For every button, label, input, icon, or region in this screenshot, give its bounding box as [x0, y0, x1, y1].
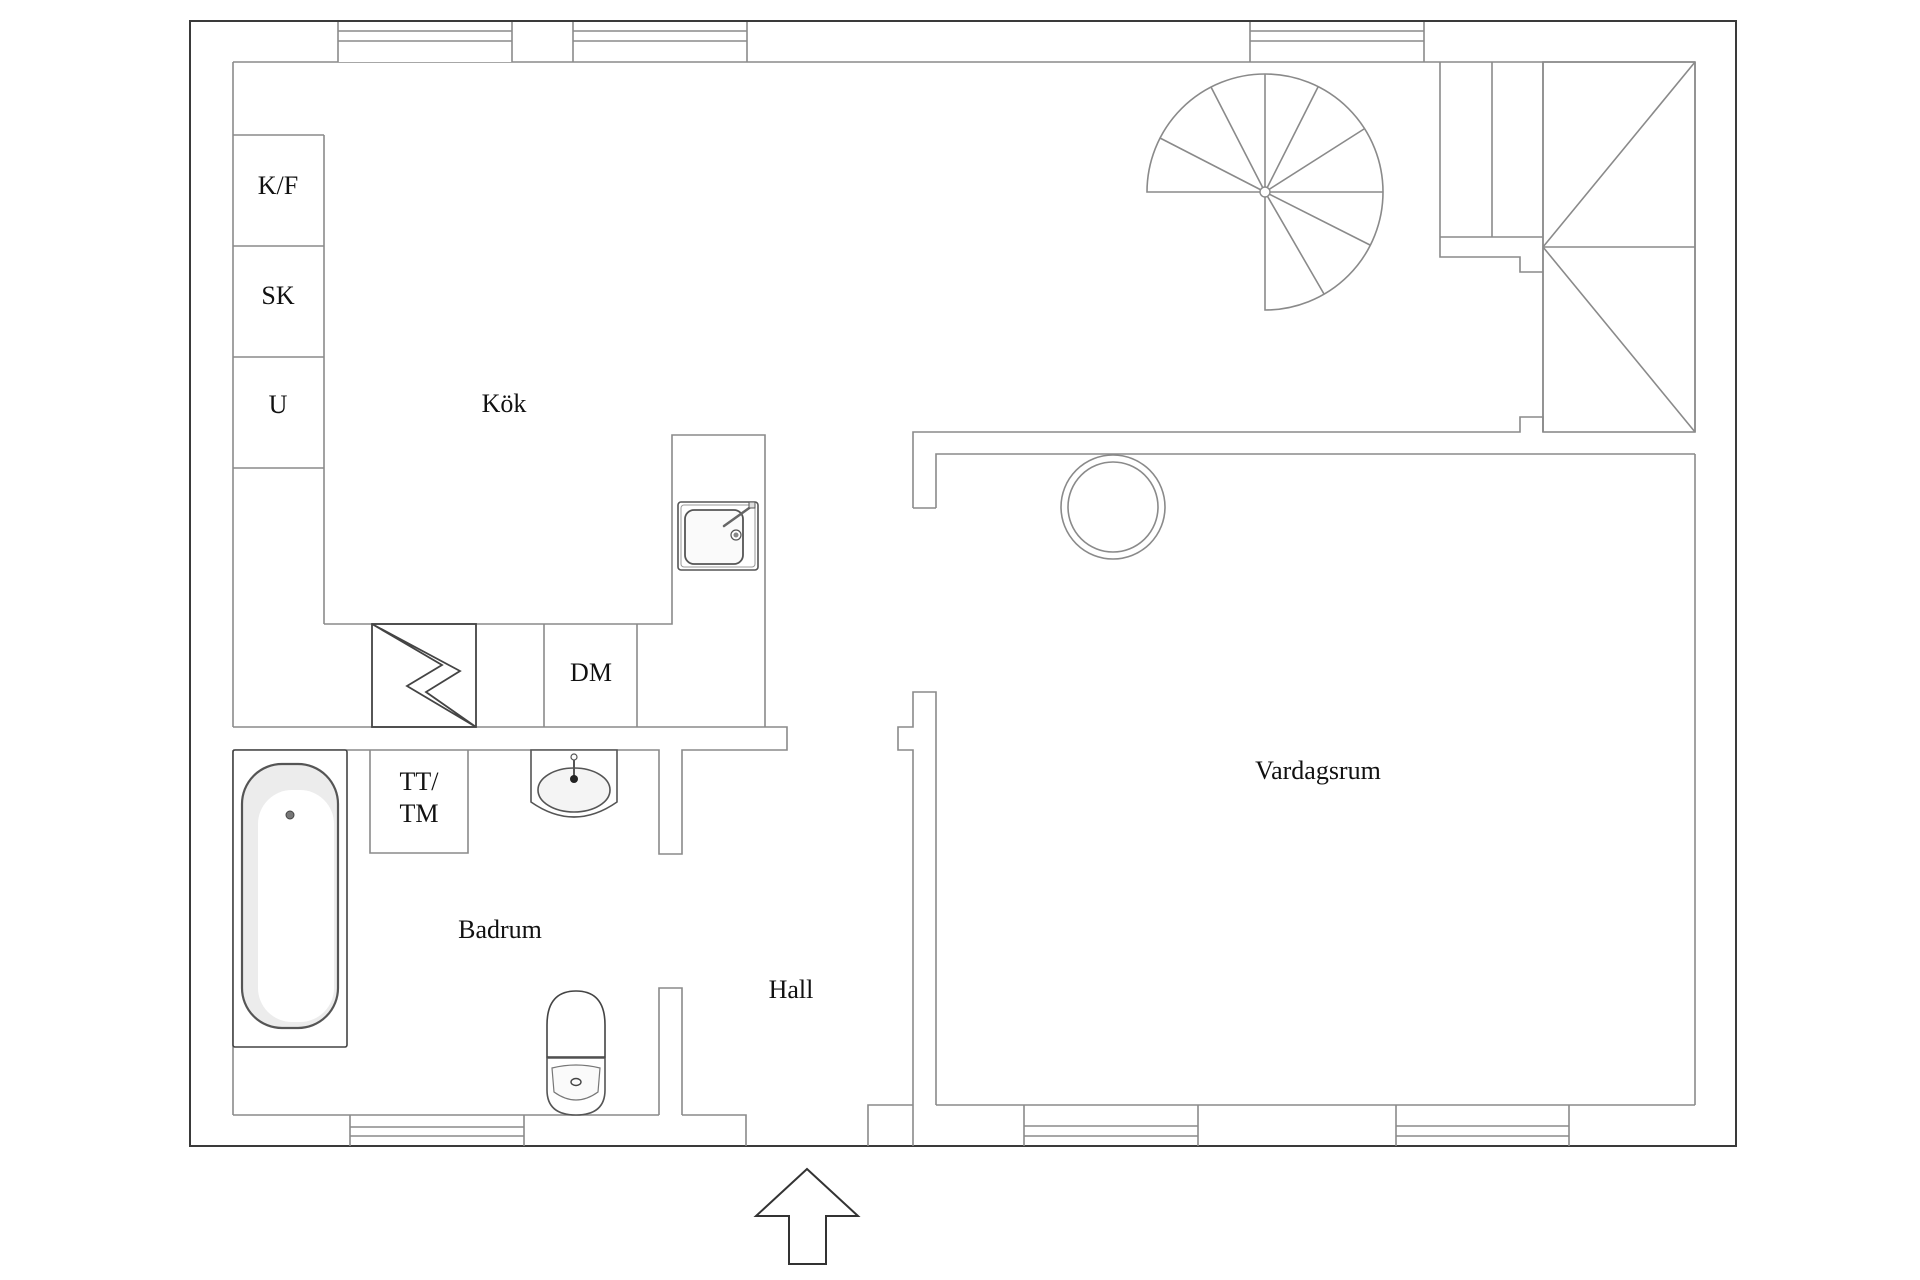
- window-bottom-1: [349, 1115, 525, 1146]
- closet: [1439, 62, 1544, 432]
- window-bottom-2: [1023, 1105, 1199, 1146]
- room-label-kitchen: Kök: [481, 389, 527, 419]
- label-oven: U: [268, 390, 288, 420]
- room-label-hall: Hall: [768, 975, 814, 1005]
- wash-basin-icon: [530, 749, 618, 818]
- label-washer-dryer-line1: TT/: [399, 767, 439, 797]
- round-column-icon: [1060, 454, 1166, 560]
- stove-icon: [371, 623, 477, 728]
- label-fridge-freezer: K/F: [257, 171, 299, 201]
- bathtub-icon: [232, 749, 348, 1048]
- dishwasher-unit: [543, 624, 638, 727]
- label-cabinet: SK: [261, 281, 295, 311]
- label-washer-dryer-line2: TM: [399, 799, 439, 829]
- entrance-arrow-icon: [753, 1167, 861, 1265]
- label-dishwasher: DM: [570, 658, 612, 688]
- inner-walls: [232, 61, 1696, 1146]
- toilet-icon: [546, 990, 606, 1116]
- window-bottom-3: [1395, 1105, 1570, 1146]
- outer-wall: [189, 20, 1737, 1147]
- kitchen-counter: [324, 434, 766, 727]
- window-top-1: [337, 22, 513, 62]
- kitchen-sink-icon: [677, 501, 759, 571]
- stairwell-icon: [1542, 61, 1696, 433]
- window-top-3: [1249, 22, 1425, 62]
- room-label-living-room: Vardagsrum: [1255, 756, 1381, 786]
- kitchen-tall-units: [233, 134, 325, 624]
- window-top-2: [572, 22, 748, 62]
- room-label-bathroom: Badrum: [458, 915, 542, 945]
- spiral-staircase-icon: [1146, 73, 1384, 311]
- washer-dryer-unit: [369, 750, 469, 854]
